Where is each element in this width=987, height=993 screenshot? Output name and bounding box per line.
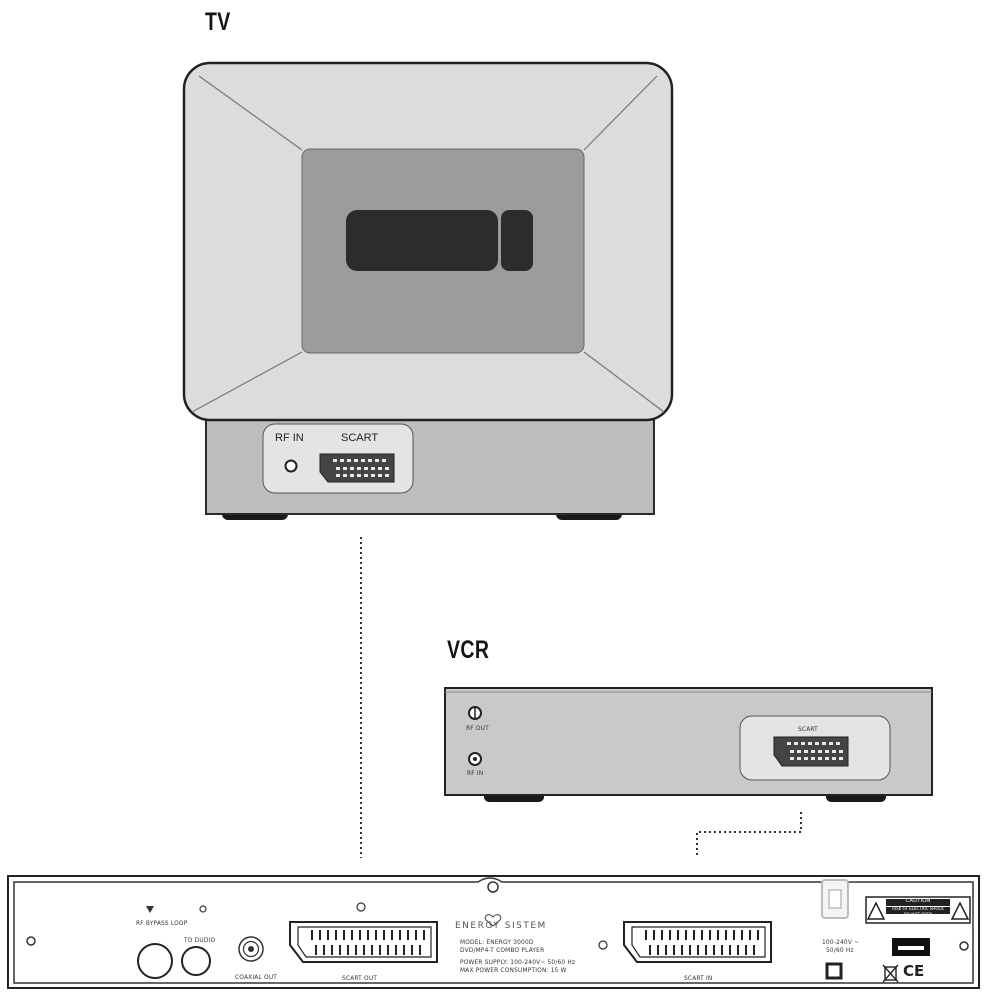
weee-bin-icon (882, 964, 899, 983)
vcr-illustration (444, 687, 933, 802)
scart-in-connector (623, 921, 772, 963)
model-line-1: MODEL: ENERGY 3000D (460, 938, 534, 946)
tv-rf-in-jack (284, 459, 298, 473)
tv-screen-block-small (501, 210, 533, 271)
antenna-icon (146, 906, 154, 913)
tv-screen-block-large (346, 210, 498, 271)
voltage-line-1: 100-240V ~ (822, 938, 860, 946)
ce-mark: CE (903, 962, 925, 980)
rf-bypass-loop-label: RF BYPASS LOOP (136, 919, 188, 927)
model-line-2: DVD/MP4-T COMBO PLAYER (460, 946, 545, 954)
vcr-rf-out-label: RF OUT (466, 724, 489, 732)
scart-in-label: SCART IN (684, 974, 713, 982)
brand-logo-icon (484, 914, 502, 927)
warning-triangle-left-icon (866, 901, 886, 920)
tv-title: TV (205, 8, 231, 36)
vcr-scart-label: SCART (798, 725, 818, 733)
tv-scart-label: SCART (341, 432, 379, 444)
warning-triangle-right-icon (950, 901, 970, 920)
double-insulation-icon (825, 962, 843, 980)
scart-out-label: SCART OUT (342, 974, 378, 982)
left-screw-icon (26, 936, 36, 946)
caution-title: CAUTION (905, 898, 931, 904)
caution-line-2: DO NOT OPEN (903, 912, 933, 917)
power-supply-line-2: MAX POWER CONSUMPTION: 15 W (460, 966, 567, 974)
coaxial-out-label: COAXIAL OUT (235, 973, 278, 981)
rf-out-socket (181, 946, 211, 976)
tv-rf-in-label: RF IN (275, 432, 304, 444)
cable-vcr-to-player (696, 812, 802, 858)
voltage-line-2: 50/60 Hz (826, 946, 854, 954)
tv-audio-label: TO DUDIO (184, 936, 216, 944)
rf-in-socket (137, 943, 173, 979)
caution-line-1: RISK OF ELECTRIC SHOCK (892, 906, 944, 911)
rf-loop-small-icon (199, 905, 207, 913)
vcr-rf-in-label: RF IN (467, 769, 484, 777)
vcr-title: VCR (447, 636, 490, 664)
right-screw-icon (959, 941, 969, 951)
tv-illustration (182, 61, 674, 520)
scart-out-connector (289, 921, 438, 963)
brand-name: ENERGY SISTEM (455, 921, 547, 931)
power-supply-line-1: POWER SUPPLY: 100-240V~ 50/60 Hz (460, 958, 576, 966)
